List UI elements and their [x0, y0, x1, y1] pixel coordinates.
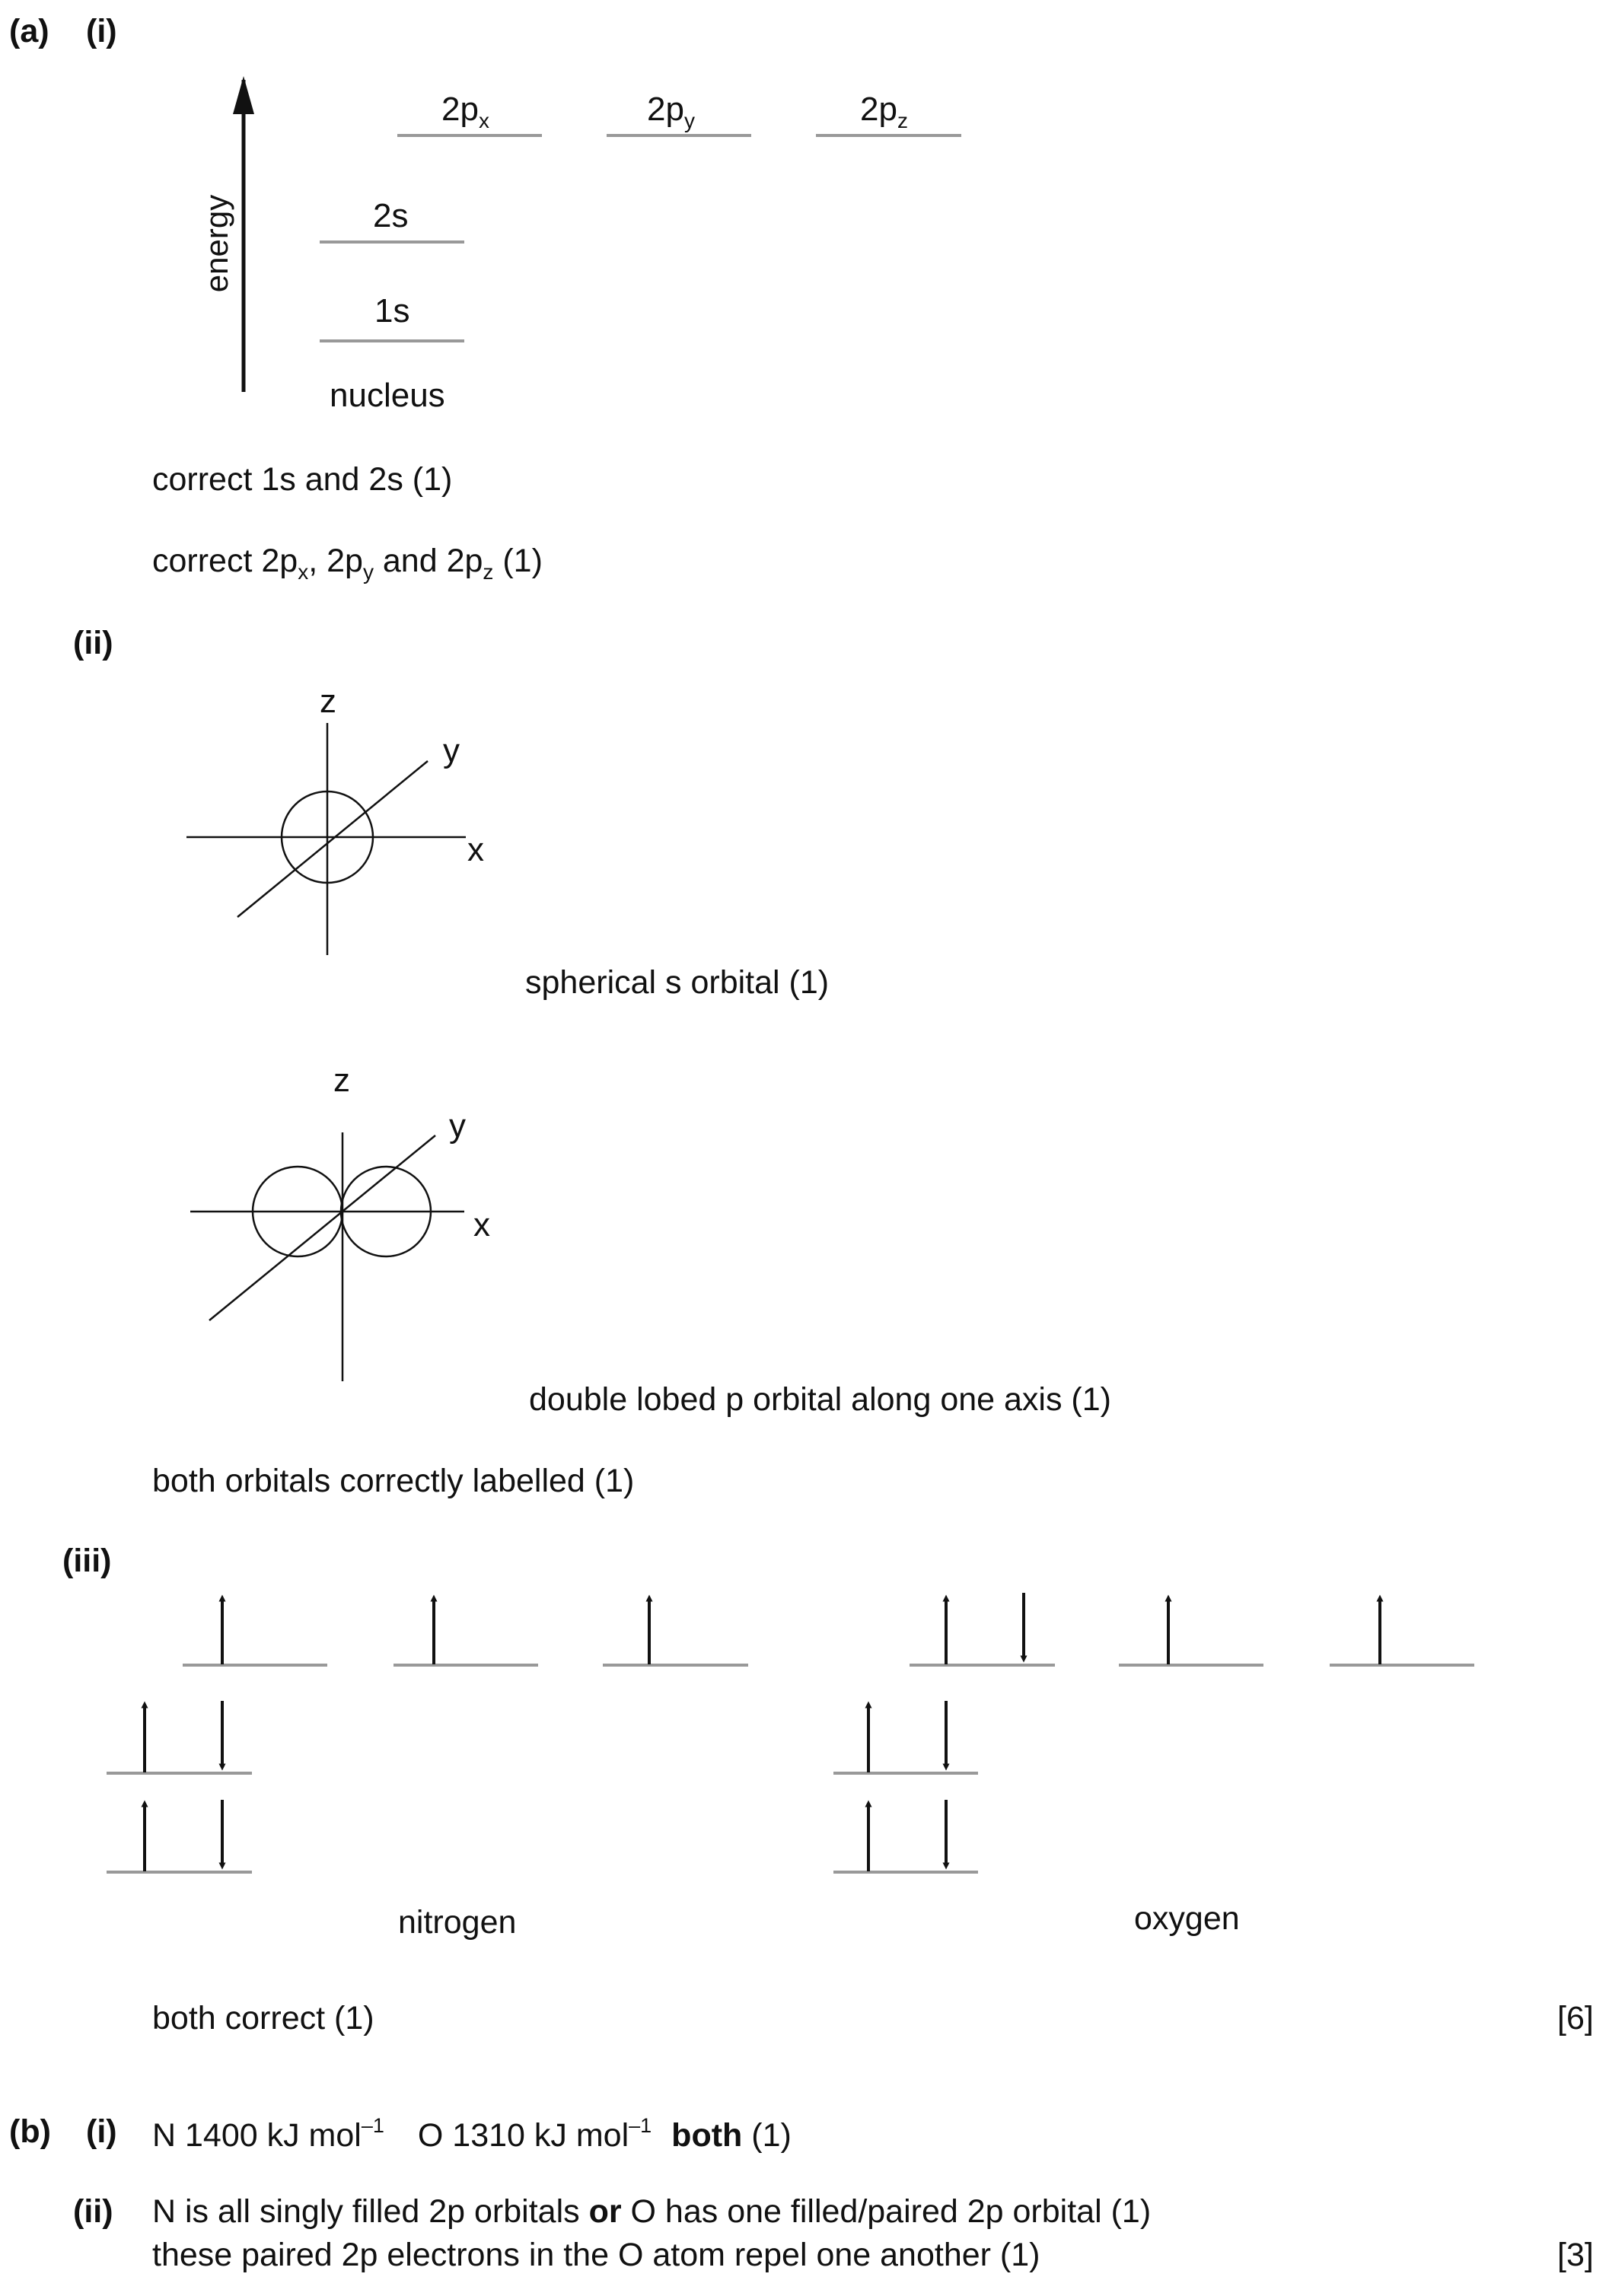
energy-axis-arrowhead [233, 76, 254, 114]
part-a-label: (a) [9, 13, 49, 49]
s-z-axis-label: z [320, 683, 336, 720]
level-2s-label: 2s [373, 197, 409, 234]
mark-a-i-1: correct 1s and 2s (1) [152, 461, 453, 498]
part-a-iii-label: (iii) [62, 1543, 112, 1579]
p-z-axis-label: z [333, 1062, 350, 1099]
part-b-ii-line1: N is all singly filled 2p orbitals or O … [152, 2193, 1152, 2230]
oxygen-label: oxygen [1134, 1900, 1240, 1937]
p-y-axis-label: y [449, 1107, 466, 1145]
p-orbital-lobe-left [251, 1165, 344, 1258]
level-2px-label: 2px [441, 91, 489, 132]
part-b-i-label: (i) [86, 2113, 117, 2150]
mark-a-iii: both correct (1) [152, 2000, 374, 2036]
part-b-label: (b) [9, 2113, 51, 2150]
s-y-axis-label: y [443, 732, 460, 769]
part-b-ii-label: (ii) [73, 2193, 113, 2230]
level-1s-label: 1s [374, 292, 410, 330]
p-orbital-lobe-right [339, 1165, 432, 1258]
s-orbital-caption: spherical s orbital (1) [525, 964, 830, 1001]
s-y-axis [237, 760, 429, 918]
mark-a-ii: both orbitals correctly labelled (1) [152, 1463, 635, 1499]
energy-level-diagram [233, 76, 961, 392]
p-x-axis-label: x [473, 1206, 490, 1244]
part-a-total: [6] [1557, 2000, 1594, 2036]
part-b-ii-line2: these paired 2p electrons in the O atom … [152, 2237, 1040, 2273]
p-y-axis [209, 1135, 436, 1321]
part-a-ii-label: (ii) [73, 625, 113, 661]
nitrogen-configuration [107, 1594, 748, 1874]
s-orbital-sphere [280, 790, 374, 884]
p-orbital-caption: double lobed p orbital along one axis (1… [529, 1381, 1111, 1418]
s-orbital-diagram [186, 723, 466, 955]
level-2pz-label: 2pz [860, 91, 908, 132]
part-a-i-label: (i) [86, 13, 117, 49]
nitrogen-label: nitrogen [398, 1904, 517, 1941]
s-x-axis-label: x [467, 831, 484, 868]
mark-a-i-2: correct 2px, 2py and 2pz (1) [152, 543, 543, 584]
oxygen-configuration [833, 1593, 1474, 1874]
part-b-total: [3] [1557, 2237, 1594, 2273]
energy-axis-label: energy [199, 194, 234, 293]
level-2py-label: 2py [647, 91, 695, 132]
nucleus-label: nucleus [330, 377, 445, 414]
p-orbital-diagram [190, 1132, 464, 1381]
